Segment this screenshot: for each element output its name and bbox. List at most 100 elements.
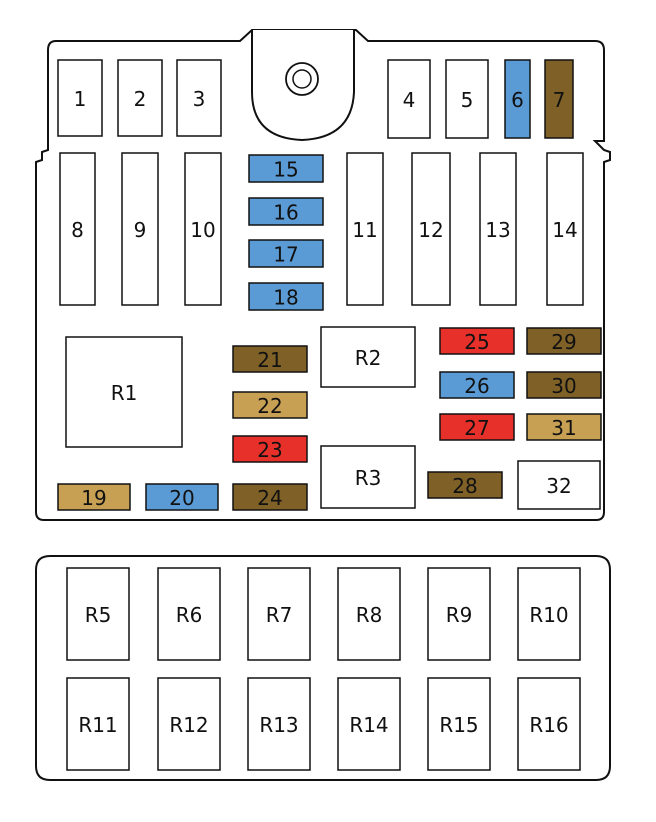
fuse-14-body [546, 152, 584, 306]
fuse-21-body [232, 345, 308, 373]
relay-r3: R3 [320, 445, 416, 509]
fuse-26: 26 [439, 371, 515, 399]
fuse-18-label: 18 [273, 286, 298, 310]
fuse-23: 23 [232, 435, 308, 463]
fuse-21-label: 21 [257, 348, 282, 372]
relay-r10: R10 [517, 567, 581, 661]
fuse-1-body [57, 59, 103, 137]
fuse-10-label: 10 [190, 218, 215, 242]
fuse-30: 30 [526, 371, 602, 399]
fuse-7-label: 7 [553, 88, 566, 112]
fuse-31-body [526, 413, 602, 441]
relay-r11: R11 [66, 677, 130, 771]
relay-r13-body [247, 677, 311, 771]
relay-r8-body [337, 567, 401, 661]
relay-r9: R9 [427, 567, 491, 661]
fuse-23-body [232, 435, 308, 463]
fuse-7-body [544, 59, 574, 139]
fuse-13-body [479, 152, 517, 306]
fuse-6-label: 6 [511, 88, 524, 112]
fuse-10-body [184, 152, 222, 306]
relay-r10-body [517, 567, 581, 661]
fuse-24: 24 [232, 483, 308, 511]
fuse-4-label: 4 [403, 88, 416, 112]
relay-r1: R1 [65, 336, 183, 448]
fuse-32: 32 [517, 460, 601, 510]
fuse-24-body [232, 483, 308, 511]
relay-r7: R7 [247, 567, 311, 661]
fuse-2: 2 [117, 59, 163, 137]
fuse-17-body [248, 239, 324, 268]
mounting-bolt-inner [292, 69, 312, 89]
fuse-16-body [248, 197, 324, 226]
fuse-16: 16 [248, 197, 324, 226]
fuse-11: 11 [346, 152, 384, 306]
relay-r7-label: R7 [266, 603, 293, 627]
fuse-25: 25 [439, 327, 515, 355]
relay-r6-label: R6 [176, 603, 203, 627]
fuse-26-label: 26 [464, 374, 489, 398]
relay-r3-body [320, 445, 416, 509]
fuse-11-label: 11 [352, 218, 377, 242]
fuse-29-label: 29 [551, 330, 576, 354]
relay-r14: R14 [337, 677, 401, 771]
fuse-8-label: 8 [71, 218, 84, 242]
fuse-28: 28 [427, 471, 503, 499]
relay-r16-label: R16 [529, 713, 568, 737]
fuse-20-label: 20 [169, 486, 194, 510]
relay-r10-label: R10 [529, 603, 568, 627]
relay-r12-body [157, 677, 221, 771]
relay-r15-body [427, 677, 491, 771]
fuse-29: 29 [526, 327, 602, 355]
fuse-4-body [387, 59, 431, 139]
relay-r12-label: R12 [169, 713, 208, 737]
fuse-30-body [526, 371, 602, 399]
fuse-31: 31 [526, 413, 602, 441]
fuse-9-label: 9 [134, 218, 147, 242]
relay-r12: R12 [157, 677, 221, 771]
fuse-5-label: 5 [461, 88, 474, 112]
fuse-18-body [248, 282, 324, 311]
fuse-25-body [439, 327, 515, 355]
relay-r8: R8 [337, 567, 401, 661]
fuse-27: 27 [439, 413, 515, 441]
relay-r11-body [66, 677, 130, 771]
relay-r2-label: R2 [355, 346, 382, 370]
fuse-14-label: 14 [552, 218, 577, 242]
fuse-12-label: 12 [418, 218, 443, 242]
fuse-6: 6 [504, 59, 531, 139]
fuse-20: 20 [145, 483, 219, 511]
fuse-22-label: 22 [257, 394, 282, 418]
fuse-5: 5 [445, 59, 489, 139]
fuse-28-label: 28 [452, 474, 477, 498]
fuse-29-body [526, 327, 602, 355]
fuse-4: 4 [387, 59, 431, 139]
fuse-23-label: 23 [257, 438, 282, 462]
relay-r1-label: R1 [111, 381, 138, 405]
relay-r15-label: R15 [439, 713, 478, 737]
fuse-12-body [411, 152, 451, 306]
fuse-6-body [504, 59, 531, 139]
fuse-27-body [439, 413, 515, 441]
relay-r16-body [517, 677, 581, 771]
fuse-28-body [427, 471, 503, 499]
fuse-10: 10 [184, 152, 222, 306]
fuse-15-body [248, 154, 324, 183]
fuse-3-body [176, 59, 222, 137]
fuse-19: 19 [57, 483, 131, 511]
fuse-20-body [145, 483, 219, 511]
fuse-3: 3 [176, 59, 222, 137]
relay-r2-body [320, 326, 416, 388]
relay-r5: R5 [66, 567, 130, 661]
relay-r13-label: R13 [259, 713, 298, 737]
relay-r5-body [66, 567, 130, 661]
fuse-19-label: 19 [81, 486, 106, 510]
relay-r3-label: R3 [355, 466, 382, 490]
relay-r14-label: R14 [349, 713, 388, 737]
fuse-18: 18 [248, 282, 324, 311]
relay-r16: R16 [517, 677, 581, 771]
fuse-25-label: 25 [464, 330, 489, 354]
fuse-19-body [57, 483, 131, 511]
fuse-17: 17 [248, 239, 324, 268]
